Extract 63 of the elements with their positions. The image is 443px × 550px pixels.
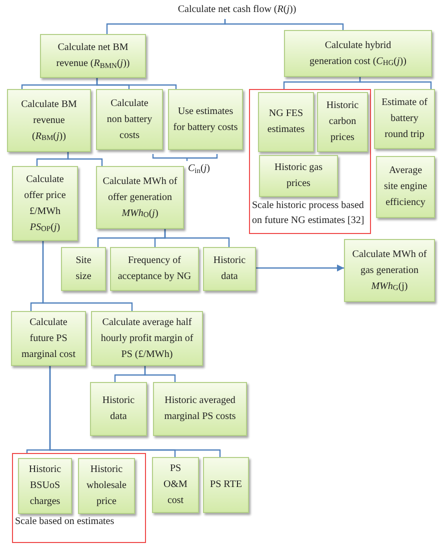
- box-label: Estimate of battery round trip: [380, 96, 428, 142]
- box-label: Average site engine efficiency: [382, 164, 428, 210]
- process-box: [376, 156, 435, 218]
- process-box: [12, 166, 78, 241]
- process-box: [168, 89, 243, 150]
- connector-line: [42, 241, 133, 311]
- process-box: [344, 239, 435, 302]
- box-label: NG FES estimates: [266, 107, 306, 137]
- process-box: [61, 247, 106, 291]
- process-box: [153, 382, 247, 436]
- box-label: Historic BSUoS charges: [28, 463, 62, 509]
- box-label: Calculate net BM revenue (R$_{BMN}$(j)): [55, 41, 131, 72]
- box-label: Historic gas prices: [273, 161, 324, 191]
- box-label: Calculate offer price £/MWh PS$_{OP}$(j): [23, 172, 67, 236]
- box-label: Historic data: [212, 254, 247, 284]
- group-note: Scale based on estimates: [15, 515, 116, 529]
- box-label: Calculate non battery costs: [106, 96, 154, 142]
- process-box: [96, 166, 184, 229]
- process-box: [90, 382, 147, 436]
- box-label: Use estimates for battery costs: [172, 104, 239, 134]
- box-label: Historic data: [101, 394, 136, 424]
- connector-line: [96, 78, 177, 89]
- box-label: Calculate BM revenue (R$_{BM}$(j)): [20, 98, 78, 144]
- bracket-label: C$_{in}$(j): [187, 162, 211, 177]
- box-label: Calculate average half hourly profit margin of PS (£/MWh): [100, 316, 194, 362]
- connector-line: [144, 366, 176, 382]
- box-label: Historic averaged marginal PS costs: [163, 394, 237, 424]
- process-box: [203, 457, 249, 513]
- connector-line: [359, 77, 432, 89]
- process-box: [78, 458, 135, 514]
- process-box: [259, 155, 338, 197]
- box-label: Frequency of acceptance by NG: [116, 254, 192, 284]
- process-box: [203, 247, 256, 291]
- arrow: [256, 264, 344, 272]
- box-label: Site size: [74, 254, 92, 284]
- box-label: Historic carbon prices: [325, 99, 360, 145]
- connector-line: [164, 229, 230, 247]
- process-box: [284, 30, 432, 77]
- process-box: [18, 458, 72, 514]
- process-box: [317, 92, 368, 152]
- box-label: Calculate MWh of offer generation MWh$_{O}$(j): [102, 174, 178, 222]
- box-label: Historic wholesale price: [86, 463, 128, 509]
- process-box: [11, 311, 86, 366]
- box-label: PS RTE: [210, 478, 242, 492]
- group-note: Scale historic process based on future NG estimates [32]: [252, 199, 366, 228]
- group-frame: [249, 89, 371, 234]
- process-box: [374, 89, 435, 149]
- process-box: [152, 457, 199, 513]
- box-label: PS O&M cost: [162, 462, 188, 508]
- box-label: Calculate hybrid generation cost (C$_{HG}$(j)): [308, 38, 408, 70]
- process-box: [110, 247, 199, 291]
- process-box: [40, 34, 146, 78]
- connector-line: [224, 19, 344, 30]
- process-box: [7, 89, 91, 152]
- box-label: Calculate MWh of gas generation MWh$_{G}$(j): [351, 248, 428, 294]
- process-box: [91, 311, 203, 366]
- process-box: [96, 89, 163, 150]
- heading-text: Calculate net cash flow (R(j)): [176, 2, 298, 19]
- process-box: [258, 92, 314, 152]
- connector-line: [49, 366, 221, 457]
- group-frame: [12, 453, 146, 543]
- connector-line: [67, 152, 103, 166]
- box-label: Calculate future PS marginal cost: [20, 316, 76, 362]
